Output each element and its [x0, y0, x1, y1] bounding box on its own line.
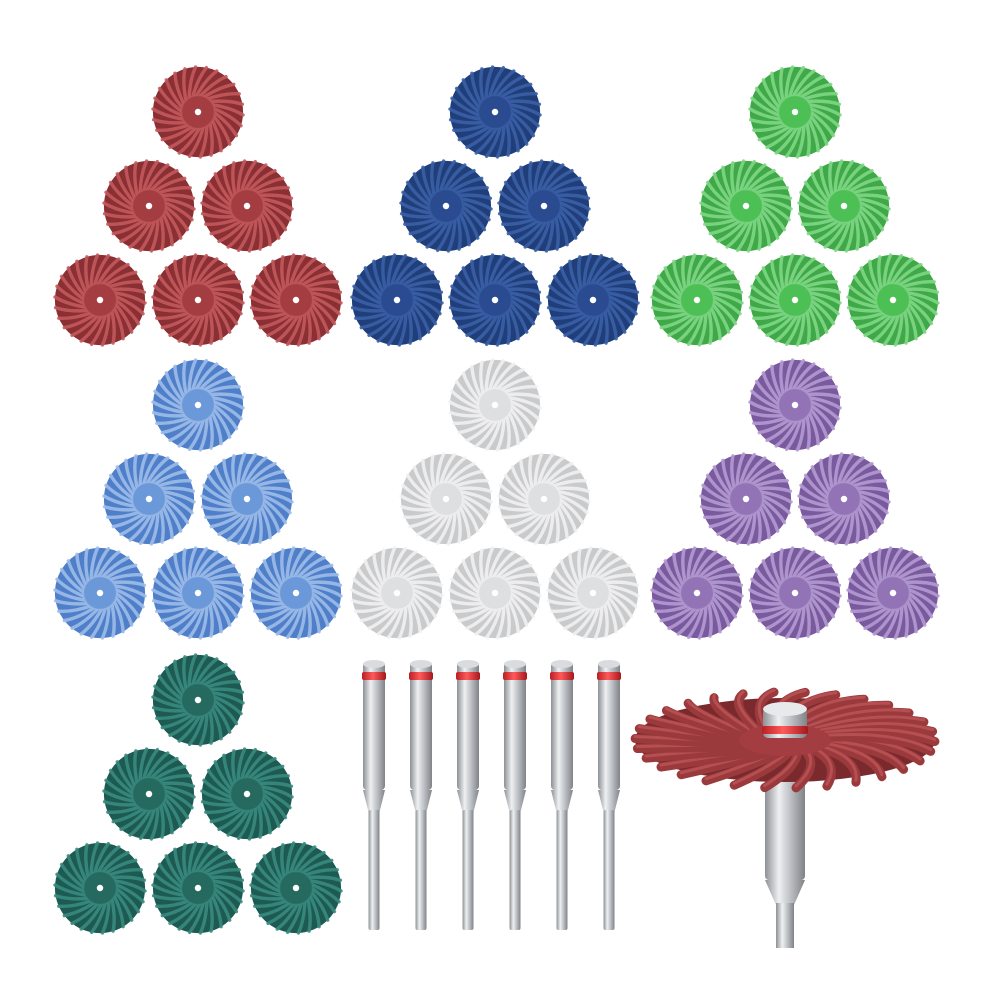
mandrel-6 — [597, 660, 621, 930]
brush-disc-red-6 — [249, 253, 343, 347]
brush-disc-red-4 — [53, 253, 147, 347]
brush-disc-dark-blue-2 — [399, 159, 493, 253]
brush-disc-light-blue-1 — [151, 358, 245, 452]
brush-disc-light-blue-5 — [151, 546, 245, 640]
brush-disc-purple-1 — [748, 358, 842, 452]
brush-group-red — [53, 65, 343, 347]
brush-disc-teal-4 — [53, 841, 147, 935]
mandrel-2 — [409, 660, 433, 930]
brush-group-green — [650, 65, 940, 347]
brush-disc-light-blue-2 — [102, 452, 196, 546]
brush-disc-red-3 — [200, 159, 294, 253]
brush-disc-white-4 — [350, 546, 444, 640]
brush-disc-green-4 — [650, 253, 744, 347]
brush-disc-teal-2 — [102, 747, 196, 841]
brush-disc-purple-5 — [748, 546, 842, 640]
brush-disc-teal-5 — [151, 841, 245, 935]
mandrel-set — [362, 660, 621, 930]
brush-disc-purple-2 — [699, 452, 793, 546]
brush-disc-green-2 — [699, 159, 793, 253]
mounted-hub — [762, 702, 808, 738]
mandrel-5 — [550, 660, 574, 930]
brush-disc-teal-1 — [151, 653, 245, 747]
brush-disc-purple-6 — [846, 546, 940, 640]
brush-disc-red-5 — [151, 253, 245, 347]
brush-disc-white-2 — [399, 452, 493, 546]
brush-group-dark-blue — [350, 65, 640, 347]
radial-brush-groups — [53, 65, 940, 935]
brush-disc-purple-3 — [797, 452, 891, 546]
brush-group-light-blue — [53, 358, 343, 640]
brush-disc-light-blue-6 — [249, 546, 343, 640]
brush-disc-red-2 — [102, 159, 196, 253]
brush-group-purple — [650, 358, 940, 640]
mounted-brush-assembly — [630, 687, 940, 948]
brush-disc-red-1 — [151, 65, 245, 159]
brush-group-teal — [53, 653, 343, 935]
brush-disc-green-5 — [748, 253, 842, 347]
brush-disc-green-3 — [797, 159, 891, 253]
mandrel-1 — [362, 660, 386, 930]
brush-disc-white-5 — [448, 546, 542, 640]
brush-disc-teal-6 — [249, 841, 343, 935]
brush-group-white — [350, 358, 640, 640]
brush-disc-white-3 — [497, 452, 591, 546]
brush-disc-dark-blue-3 — [497, 159, 591, 253]
brush-disc-dark-blue-4 — [350, 253, 444, 347]
brush-disc-white-1 — [448, 358, 542, 452]
brush-disc-green-6 — [846, 253, 940, 347]
brush-disc-light-blue-3 — [200, 452, 294, 546]
brush-disc-green-1 — [748, 65, 842, 159]
brush-disc-dark-blue-1 — [448, 65, 542, 159]
brush-disc-light-blue-4 — [53, 546, 147, 640]
brush-disc-teal-3 — [200, 747, 294, 841]
mounted-mandrel — [765, 770, 805, 948]
mandrel-3 — [456, 660, 480, 930]
brush-disc-purple-4 — [650, 546, 744, 640]
brush-disc-dark-blue-6 — [546, 253, 640, 347]
mandrel-4 — [503, 660, 527, 930]
brush-disc-dark-blue-5 — [448, 253, 542, 347]
brush-disc-white-6 — [546, 546, 640, 640]
